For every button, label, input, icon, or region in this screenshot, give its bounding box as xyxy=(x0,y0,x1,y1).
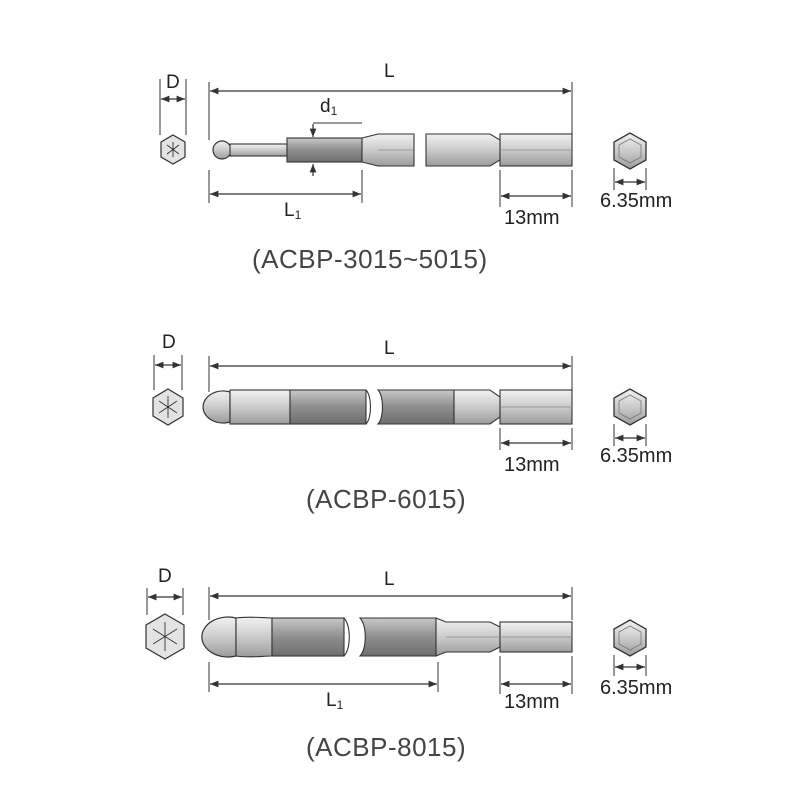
label-D: D xyxy=(158,566,172,587)
label-L: L xyxy=(384,338,395,359)
bit-group-2: D L 13mm 6.35mm (ACBP xyxy=(152,332,672,514)
hex-shank-inner xyxy=(618,625,642,651)
label-13mm: 13mm xyxy=(504,691,560,713)
label-6-35mm: 6.35mm xyxy=(600,445,672,467)
hex-shank-inner xyxy=(618,138,642,164)
label-D: D xyxy=(162,332,176,353)
hex-shank-icon xyxy=(613,132,647,170)
hex-shank-icon xyxy=(613,388,647,426)
label-L1: L1 xyxy=(326,690,344,712)
label-6-35mm: 6.35mm xyxy=(600,190,672,212)
label-d1: d1 xyxy=(320,96,338,118)
label-L1: L1 xyxy=(284,200,302,222)
hex-shank-inner xyxy=(618,394,642,420)
label-13mm: 13mm xyxy=(504,454,560,476)
label-L: L xyxy=(384,569,395,590)
label-L: L xyxy=(384,61,395,82)
bit-group-1: D L d1 L1 xyxy=(159,61,672,274)
caption-bit-3: (ACBP-8015) xyxy=(306,732,466,762)
caption-bit-1: (ACBP-3015~5015) xyxy=(252,244,488,274)
bit-body-2 xyxy=(202,389,573,425)
ball-star-icon xyxy=(158,396,178,418)
ball-star-icon xyxy=(152,622,178,651)
label-6-35mm: 6.35mm xyxy=(600,677,672,699)
bit-group-3: D L L1 13mm xyxy=(145,566,672,762)
label-D: D xyxy=(166,72,180,93)
bit-body-3 xyxy=(201,616,573,658)
bit-body-1 xyxy=(212,133,573,167)
ball-star-icon xyxy=(166,142,180,157)
caption-bit-2: (ACBP-6015) xyxy=(306,484,466,514)
label-13mm: 13mm xyxy=(504,207,560,229)
hex-shank-icon xyxy=(613,619,647,657)
